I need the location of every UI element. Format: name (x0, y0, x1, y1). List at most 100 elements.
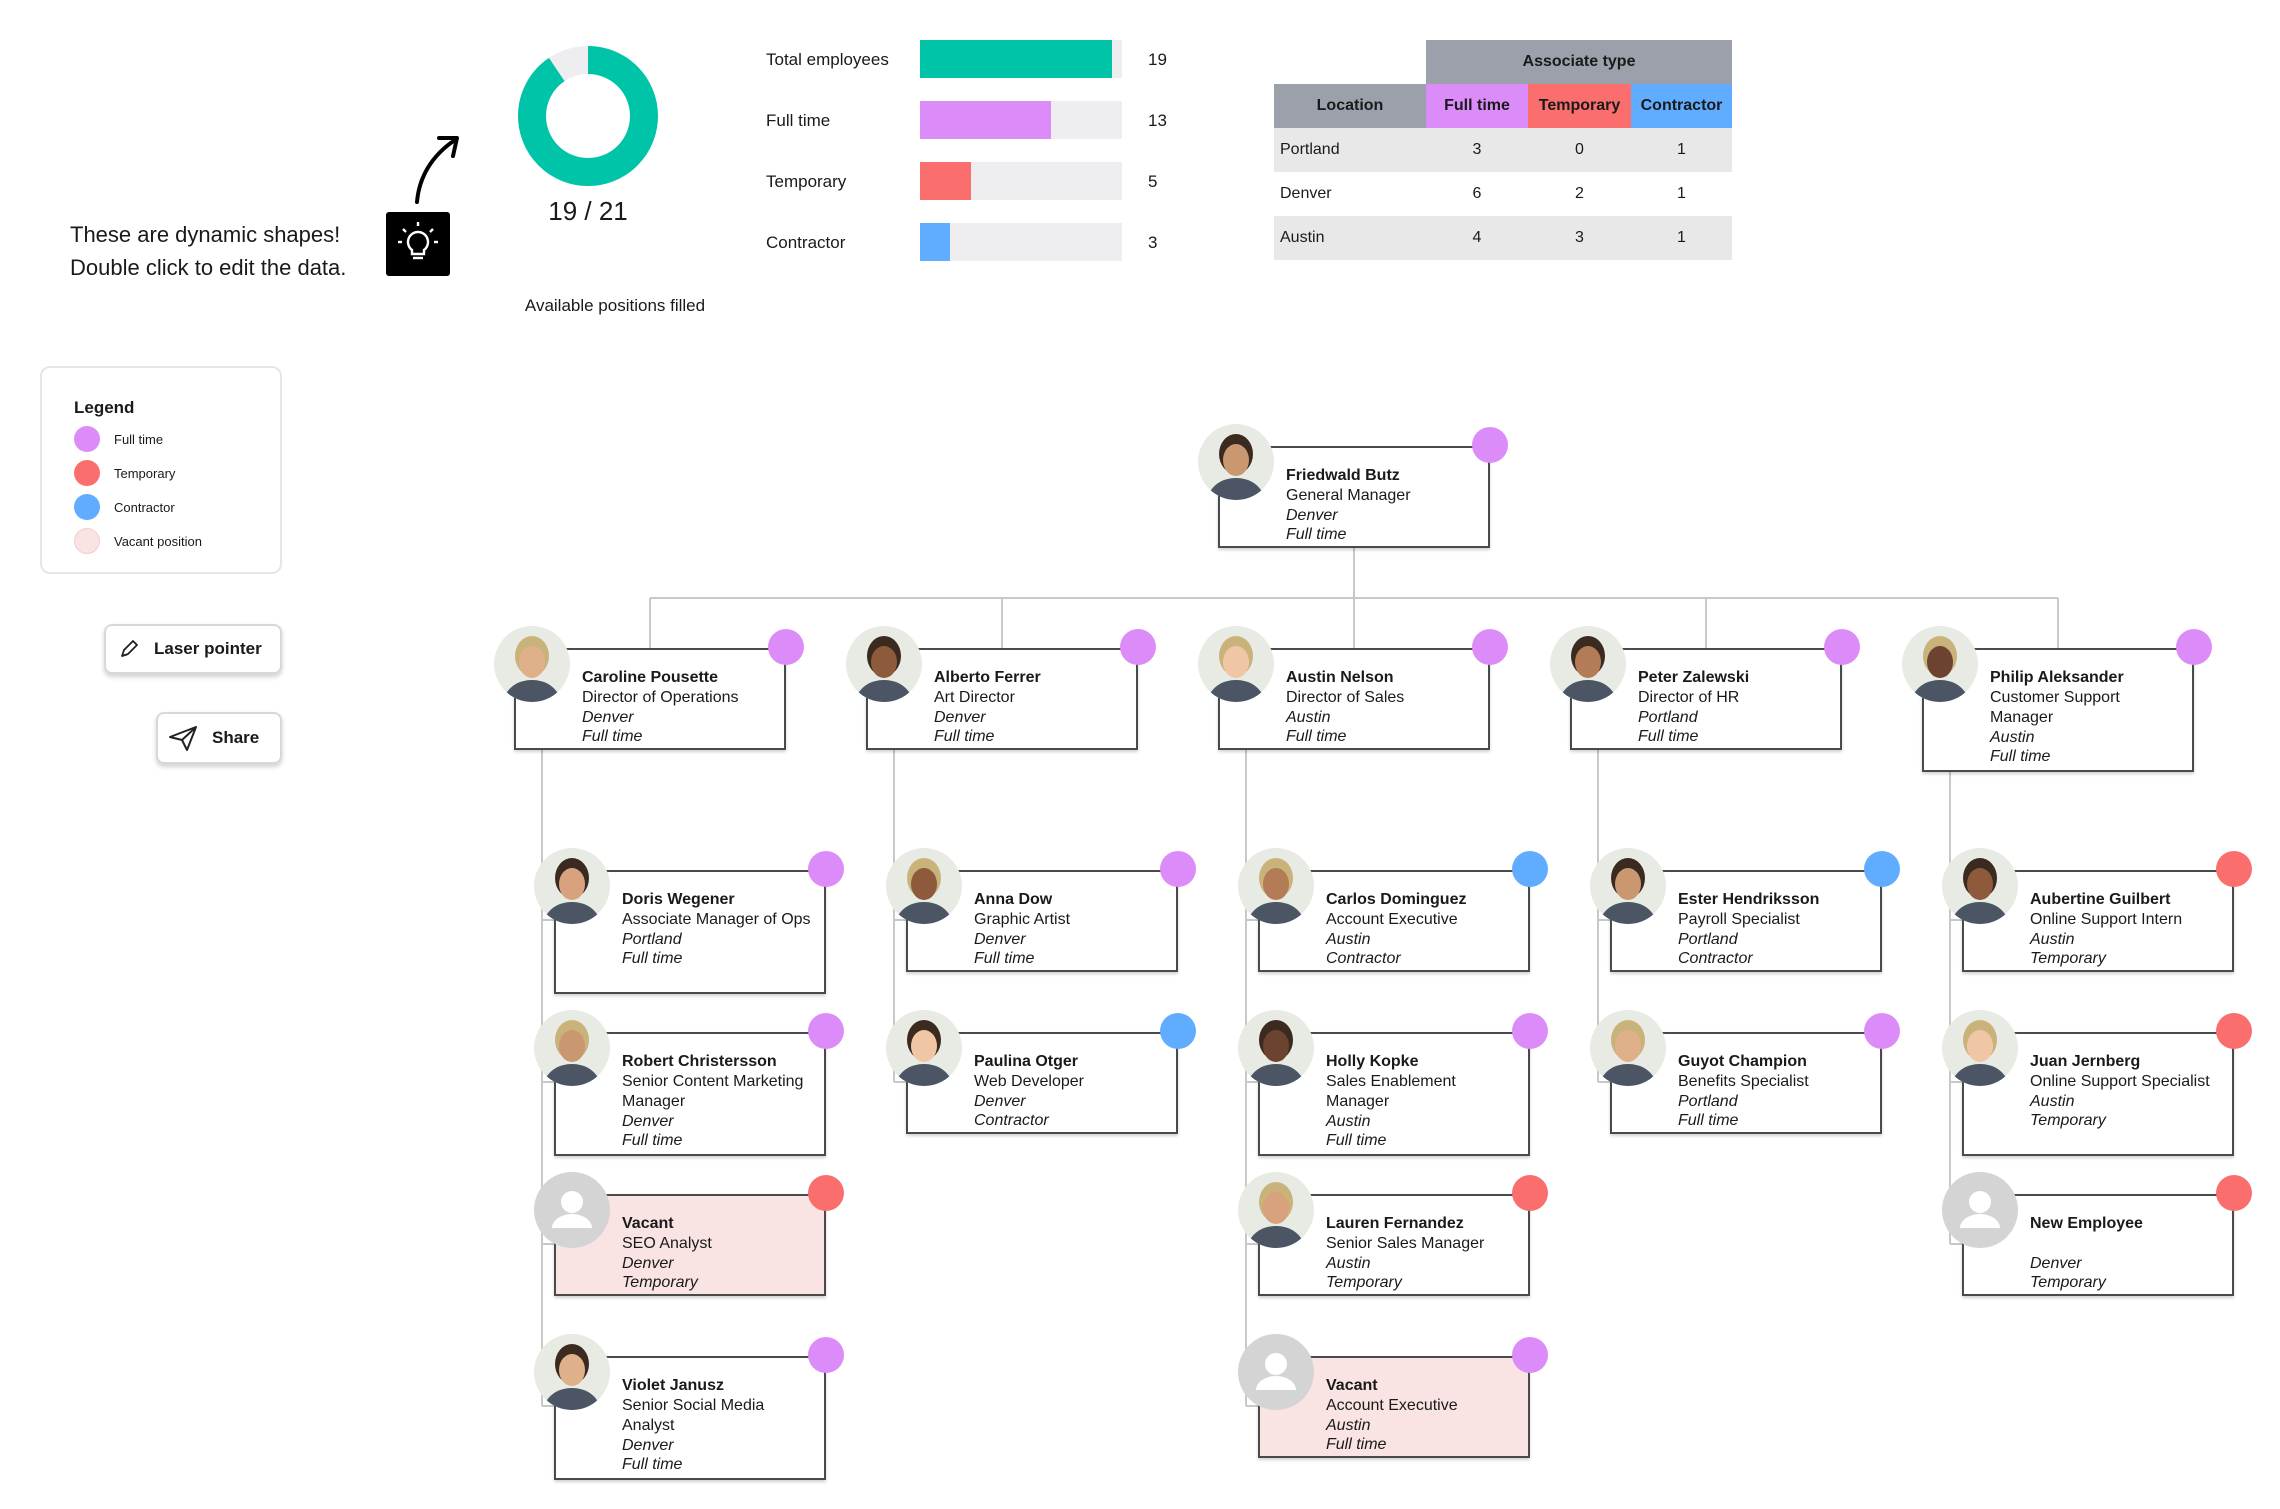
status-dot (1824, 629, 1860, 665)
node-name: Lauren Fernandez (1326, 1215, 1464, 1232)
node-name: New Employee (2030, 1215, 2143, 1232)
pencil-icon (121, 640, 138, 657)
node-location: Austin (2030, 931, 2075, 948)
status-dot (1160, 851, 1196, 887)
person-photo (1198, 626, 1274, 702)
avatar (1590, 1010, 1666, 1086)
status-dot (1512, 1175, 1548, 1211)
person-photo (534, 848, 610, 924)
table-cell: 2 (1528, 172, 1631, 216)
node-title: Online Support Intern (2030, 911, 2183, 928)
node-type: Full time (622, 1456, 683, 1473)
donut-arc (518, 46, 658, 186)
share-button[interactable]: Share (156, 712, 282, 764)
status-dot (2216, 851, 2252, 887)
table-cell: 0 (1528, 128, 1631, 172)
node-name: Peter Zalewski (1638, 669, 1750, 686)
hint-line-2: Double click to edit the data. (70, 255, 347, 280)
node-location: Denver (934, 709, 986, 726)
bar-fill (920, 40, 1112, 78)
positions-donut[interactable] (508, 36, 668, 196)
node-location: Portland (1638, 709, 1698, 726)
bar-value: 19 (1148, 50, 1167, 69)
table-cell: 1 (1631, 216, 1732, 260)
node-location: Denver (622, 1113, 674, 1130)
legend-label: Vacant position (114, 533, 202, 549)
bar-label: Contractor (766, 233, 846, 252)
person-photo (886, 848, 962, 924)
associate-type-table[interactable]: Associate type Location Full time Tempor… (1274, 40, 1732, 260)
person-photo (1942, 848, 2018, 924)
node-location: Portland (1678, 1093, 1738, 1110)
node-location: Portland (622, 931, 682, 948)
node-title: Account Executive (1326, 911, 1458, 928)
node-title: Online Support Specialist (2030, 1073, 2210, 1090)
node-title: Director of Sales (1286, 689, 1405, 706)
avatar (534, 848, 610, 924)
bar-track (920, 162, 1122, 200)
status-dot (808, 1175, 844, 1211)
paper-plane-icon (169, 726, 197, 751)
node-type: Full time (1286, 728, 1347, 745)
legend-label: Full time (114, 431, 164, 447)
person-photo (1942, 1010, 2018, 1086)
node-location: Denver (2030, 1255, 2082, 1272)
laser-pointer-button[interactable]: Laser pointer (104, 624, 282, 674)
node-name: Robert Christersson (622, 1053, 777, 1070)
legend-swatch (74, 426, 100, 452)
node-title: Art Director (934, 689, 1015, 706)
node-title: Payroll Specialist (1678, 911, 1800, 928)
node-location: Denver (582, 709, 634, 726)
node-location: Austin (2030, 1093, 2075, 1110)
node-title: Account Executive (1326, 1397, 1458, 1414)
node-title: Associate Manager of Ops (622, 911, 811, 928)
status-dot (1160, 1013, 1196, 1049)
node-location: Austin (1990, 729, 2035, 746)
legend-label: Temporary (114, 465, 176, 481)
legend-item-temporary: Temporary (74, 460, 175, 486)
node-name: Doris Wegener (622, 891, 735, 908)
status-dot (1864, 851, 1900, 887)
node-name: Carlos Dominguez (1326, 891, 1467, 908)
vacant-avatar (534, 1172, 610, 1248)
table-cell: Portland (1274, 128, 1426, 172)
node-title: SEO Analyst (622, 1235, 712, 1252)
avatar (886, 848, 962, 924)
legend[interactable]: Legend Full time Temporary Contractor Va… (40, 366, 282, 574)
person-photo (534, 1334, 610, 1410)
node-title: Director of Operations (582, 689, 739, 706)
laser-pointer-label: Laser pointer (154, 639, 262, 658)
bar-track (920, 223, 1122, 261)
node-title: Graphic Artist (974, 911, 1071, 928)
node-title: Customer Support Manager (1990, 689, 2120, 726)
table-cell: Denver (1274, 172, 1426, 216)
legend-item-contractor: Contractor (74, 494, 175, 520)
table-row: Portland 3 0 1 (1274, 128, 1732, 172)
bar-label: Total employees (766, 50, 889, 69)
donut-caption: Available positions filled (524, 296, 706, 315)
node-title: General Manager (1286, 487, 1411, 504)
avatar (1238, 1172, 1314, 1248)
avatar (1902, 626, 1978, 702)
avatar (1198, 626, 1274, 702)
status-dot (1512, 851, 1548, 887)
